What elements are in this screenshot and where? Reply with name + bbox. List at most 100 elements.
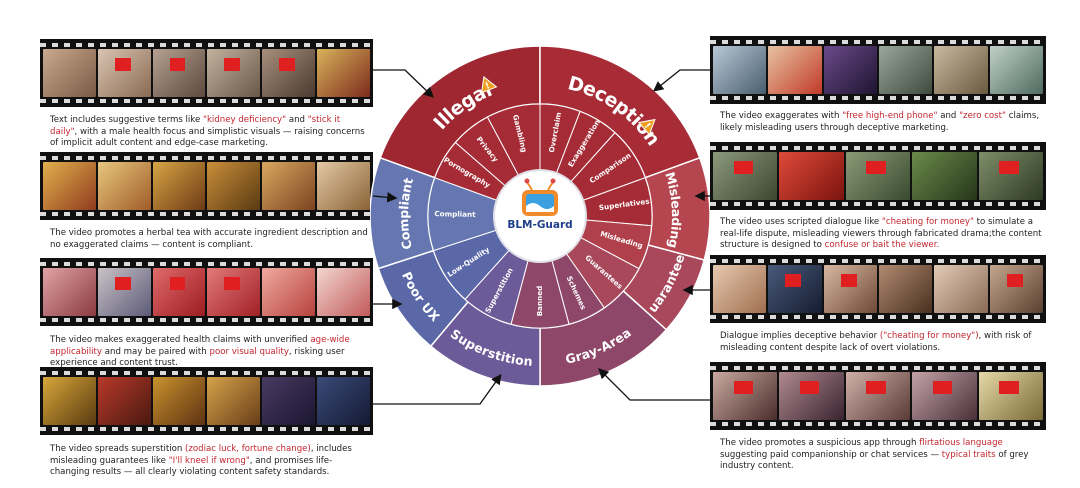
video-frame: [989, 265, 1043, 313]
highlight-text: "stick it daily": [50, 115, 341, 137]
caption-text: The video promotes a suspicious app thro…: [720, 438, 920, 448]
caption-text: and: [286, 115, 308, 125]
video-frame: [152, 49, 206, 97]
caption-text: The video exaggerates with: [720, 111, 843, 121]
highlight-text: ("cheating for money"): [879, 331, 979, 341]
caption-text: The video makes exaggerated health claim…: [50, 335, 311, 345]
caption-text: , includes misleading guarantees like: [50, 444, 352, 466]
highlight-text: "free high-end phone": [842, 111, 938, 121]
highlight-text: "cheating for money": [881, 217, 974, 227]
video-frame: [97, 268, 151, 316]
video-frame: [262, 162, 316, 210]
caption-text: , and promises life-changing results — a…: [50, 455, 333, 478]
caption-text: , with risk of misleading content despit…: [720, 331, 1032, 353]
video-frame: [317, 377, 370, 425]
video-frame: [207, 162, 261, 210]
filmstrip-grayarea-example: [710, 362, 1046, 430]
video-frame: [912, 152, 977, 200]
video-frame: [978, 372, 1044, 420]
video-frame: [713, 265, 767, 313]
video-frame: [152, 377, 206, 425]
video-frame: [768, 46, 822, 94]
video-frame: [152, 162, 206, 210]
video-frame: [912, 372, 977, 420]
caption-text: , risking user experience and content tr…: [50, 346, 345, 369]
video-frame: [152, 268, 206, 316]
svg-text:!: !: [484, 81, 492, 92]
highlight-text: confuse or bait the viewer.: [824, 240, 940, 250]
video-frame: [97, 49, 151, 97]
filmstrip-illegal-example: [40, 39, 373, 107]
video-frame: [262, 268, 316, 316]
filmstrip-guarantees-example: [710, 255, 1046, 323]
video-frame: [43, 162, 96, 210]
warning-icon: !: [638, 118, 656, 136]
caption-deception: The video exaggerates with "free high-en…: [720, 111, 1050, 134]
caption-poorux: The video makes exaggerated health claim…: [50, 335, 368, 370]
video-frame: [97, 377, 151, 425]
video-frame: [989, 46, 1043, 94]
highlight-text: "I'll kneel if wrong": [168, 455, 250, 466]
video-frame: [779, 372, 844, 420]
filmstrip-poorux-example: [40, 258, 373, 326]
caption-illegal: Text includes suggestive terms like "kid…: [50, 115, 368, 150]
warning-icon: !: [481, 75, 498, 94]
video-frame: [768, 265, 822, 313]
video-frame: [779, 152, 844, 200]
video-frame: [43, 268, 96, 316]
video-frame: [845, 372, 911, 420]
video-frame: [713, 372, 778, 420]
caption-text: suggesting paid companionship or chat se…: [720, 449, 942, 460]
filmstrip-compliant-example: [40, 152, 373, 220]
caption-text: The video uses scripted dialogue like: [720, 217, 882, 227]
filmstrip-deception-example: [710, 36, 1046, 104]
video-frame: [978, 152, 1044, 200]
caption-text: and may be paired with: [102, 346, 210, 357]
caption-text: Text includes suggestive terms like: [50, 115, 203, 125]
inner-label: Compliant: [434, 209, 476, 219]
video-frame: [262, 49, 316, 97]
highlight-text: (zodiac luck, fortune change): [185, 444, 311, 454]
caption-superstition: The video spreads superstition (zodiac l…: [50, 444, 368, 479]
video-frame: [317, 162, 370, 210]
caption-misleading: The video uses scripted dialogue like "c…: [720, 217, 1050, 252]
hub-title: BLM-Guard: [507, 219, 572, 231]
caption-text: , with a male health focus and simplisti…: [50, 126, 365, 149]
video-frame: [823, 265, 877, 313]
video-frame: [262, 377, 316, 425]
category-wheel: IllegalDeceptionMisleadingGuaranteesGray…: [370, 44, 710, 387]
video-frame: [43, 49, 96, 97]
highlight-text: "zero cost": [959, 111, 1006, 121]
svg-text:!: !: [642, 122, 652, 132]
caption-guarantees: Dialogue implies deceptive behavior ("ch…: [720, 331, 1050, 354]
filmstrip-superstition-example: [40, 367, 373, 435]
video-frame: [878, 46, 933, 94]
caption-grayarea: The video promotes a suspicious app thro…: [720, 438, 1050, 473]
video-frame: [934, 265, 988, 313]
caption-text: The video spreads superstition: [50, 444, 186, 454]
video-frame: [713, 152, 778, 200]
video-frame: [845, 152, 911, 200]
video-frame: [878, 265, 933, 313]
video-frame: [207, 268, 261, 316]
filmstrip-misleading-example: [710, 142, 1046, 210]
caption-compliant: The video promotes a herbal tea with acc…: [50, 228, 368, 251]
caption-text: to simulate a real-life dispute, mislead…: [720, 217, 1042, 250]
video-frame: [823, 46, 877, 94]
caption-text: Dialogue implies deceptive behavior: [720, 331, 880, 341]
highlight-text: "kidney deficiency": [203, 115, 287, 125]
mascot-icon: [522, 178, 558, 216]
video-frame: [713, 46, 767, 94]
video-frame: [934, 46, 988, 94]
caption-text: and: [937, 111, 960, 121]
highlight-text: typical traits: [941, 449, 996, 460]
highlight-text: age-wide applicability: [50, 335, 350, 357]
caption-text: The video promotes a herbal tea with acc…: [50, 228, 368, 250]
video-frame: [97, 162, 151, 210]
video-frame: [317, 268, 370, 316]
inner-label: Banned: [535, 286, 544, 317]
highlight-text: flirtatious language: [919, 438, 1003, 448]
highlight-text: poor visual quality: [209, 346, 289, 357]
caption-text: claims, likely misleading users through …: [720, 111, 1040, 133]
video-frame: [43, 377, 96, 425]
